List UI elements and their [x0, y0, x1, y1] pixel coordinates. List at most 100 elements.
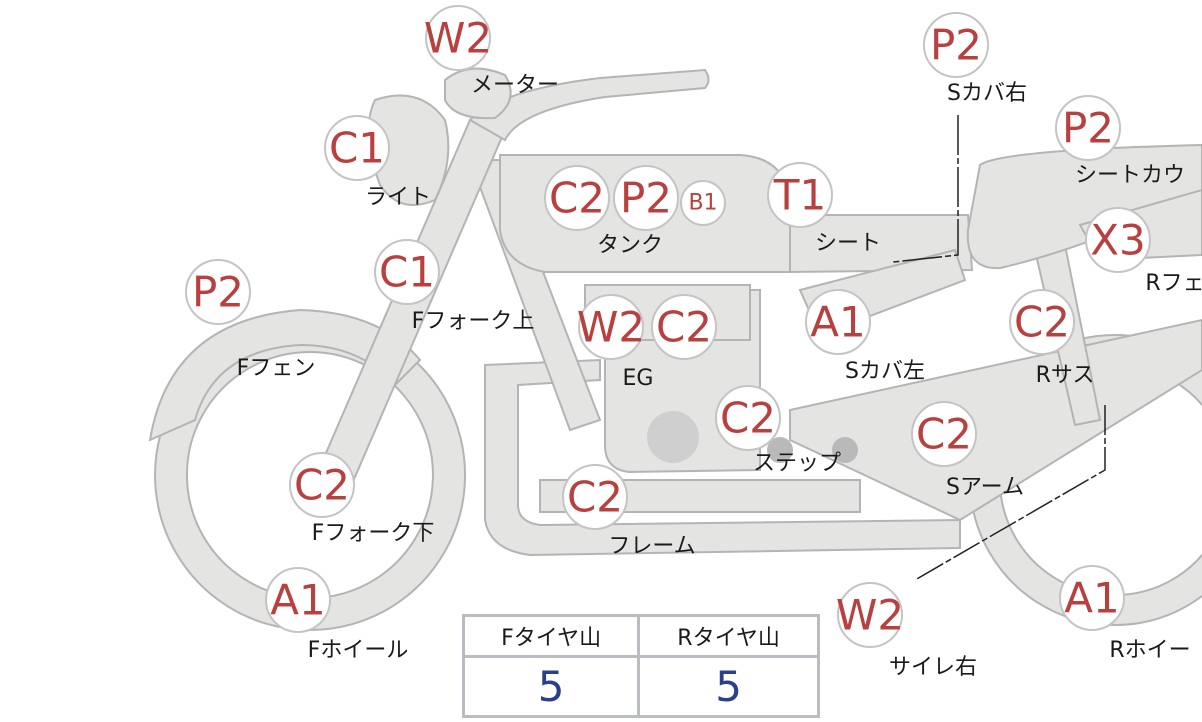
damage-badge-w2: W2: [577, 294, 645, 360]
damage-badge-x3: X3: [1085, 207, 1151, 273]
leader-line: [914, 405, 1106, 581]
badge-circle: [562, 464, 628, 530]
badge-code: W2: [424, 14, 492, 63]
badge-code: C2: [294, 461, 350, 510]
front-fender: [148, 308, 422, 442]
badge-code: W2: [577, 303, 645, 352]
rear-tire-header: Rタイヤ山: [637, 614, 820, 658]
leader-line: [892, 115, 959, 263]
badge-circle: [544, 165, 610, 231]
badge-circle: [680, 180, 726, 226]
part-label: ステップ: [753, 451, 841, 476]
step-peg: [832, 437, 858, 463]
part-label: EG: [623, 366, 654, 391]
part-label: Rサス: [1036, 363, 1095, 388]
badge-circle: [185, 259, 251, 325]
badge-circle: [578, 294, 644, 360]
badge-code: C1: [379, 248, 435, 297]
badge-circle: [324, 115, 390, 181]
tire-tread-table: Fタイヤ山 Rタイヤ山 5 5: [461, 614, 820, 718]
step-peg: [767, 437, 793, 463]
badge-code: C2: [567, 473, 623, 522]
damage-badge-b1: B1: [680, 180, 726, 226]
damage-badge-a1: A1: [1059, 565, 1125, 631]
part-label: シート: [815, 231, 881, 256]
badge-code: C2: [720, 394, 776, 443]
damage-badge-c1: C1: [324, 115, 390, 181]
badge-circle: [1085, 207, 1151, 273]
part-label: Fフェン: [237, 356, 316, 381]
badge-circle: [289, 452, 355, 518]
badge-code: A1: [1064, 574, 1119, 623]
part-label: シートカウ: [1075, 163, 1185, 188]
badge-code: X3: [1090, 216, 1146, 265]
part-label: Fホイール: [308, 638, 409, 663]
part-label: フレーム: [608, 534, 695, 559]
badge-circle: [715, 385, 781, 451]
front-tire-header: Fタイヤ山: [461, 614, 641, 658]
part-label: メーター: [471, 73, 559, 98]
badge-circle: [613, 165, 679, 231]
meter: [444, 67, 512, 120]
badge-code: C2: [656, 303, 712, 352]
damage-badge-t1: T1: [767, 162, 833, 228]
badge-code: W2: [836, 591, 904, 640]
damage-badge-a1: A1: [805, 289, 871, 355]
badge-code: C2: [549, 174, 605, 223]
badge-circle: [767, 162, 833, 228]
damage-badge-c2: C2: [289, 452, 355, 518]
damage-badge-c2: C2: [562, 464, 628, 530]
rear-tire-value: 5: [637, 655, 820, 718]
frame: [484, 358, 961, 557]
front-tire-value: 5: [461, 655, 641, 718]
damage-badge-p2: P2: [1055, 95, 1121, 161]
damage-badge-w2: W2: [836, 582, 904, 648]
damage-badge-p2: P2: [923, 12, 989, 78]
part-label: Fフォーク上: [412, 309, 535, 334]
damage-badge-w2: W2: [424, 5, 492, 71]
damage-badge-c2: C2: [651, 294, 717, 360]
handlebar: [468, 68, 710, 142]
badge-circle: [374, 239, 440, 305]
damage-badge-c2: C2: [1009, 289, 1075, 355]
damage-badge-c2: C2: [911, 401, 977, 467]
part-label: Rホイー: [1109, 638, 1190, 663]
part-label: タンク: [597, 233, 663, 258]
damage-badge-c2: C2: [544, 165, 610, 231]
badge-circle: [1059, 565, 1125, 631]
damage-badge-c2: C2: [715, 385, 781, 451]
part-label: Sカバ右: [947, 81, 1027, 106]
badge-code: C1: [329, 124, 385, 173]
badge-circle: [911, 401, 977, 467]
swing-arm: [789, 318, 1202, 522]
part-label: Fフォーク下: [312, 521, 435, 546]
badge-code: P2: [620, 174, 672, 223]
badge-code: P2: [930, 21, 982, 70]
badge-code: P2: [1062, 104, 1114, 153]
badge-circle: [651, 294, 717, 360]
part-label: サイレ右: [889, 655, 977, 680]
badge-circle: [1055, 95, 1121, 161]
badge-circle: [425, 5, 491, 71]
part-label: Sアーム: [946, 475, 1024, 500]
badge-code: A1: [270, 576, 325, 625]
damage-badge-a1: A1: [265, 567, 331, 633]
badge-code: C2: [916, 410, 972, 459]
damage-badge-p2: P2: [185, 259, 251, 325]
badge-circle: [923, 12, 989, 78]
badge-code: A1: [810, 298, 865, 347]
badge-code: B1: [688, 191, 717, 216]
badge-code: T1: [773, 171, 826, 220]
badge-circle: [805, 289, 871, 355]
badge-code: C2: [1014, 298, 1070, 347]
part-label: Sカバ左: [845, 359, 925, 384]
badge-circle: [837, 582, 903, 648]
part-label: ライト: [365, 185, 431, 210]
badge-circle: [1009, 289, 1075, 355]
engine-cover: [647, 411, 699, 463]
part-label: Rフェ: [1145, 271, 1202, 296]
damage-badge-p2: P2: [613, 165, 679, 231]
badge-code: P2: [192, 268, 244, 317]
damage-badge-c1: C1: [374, 239, 440, 305]
